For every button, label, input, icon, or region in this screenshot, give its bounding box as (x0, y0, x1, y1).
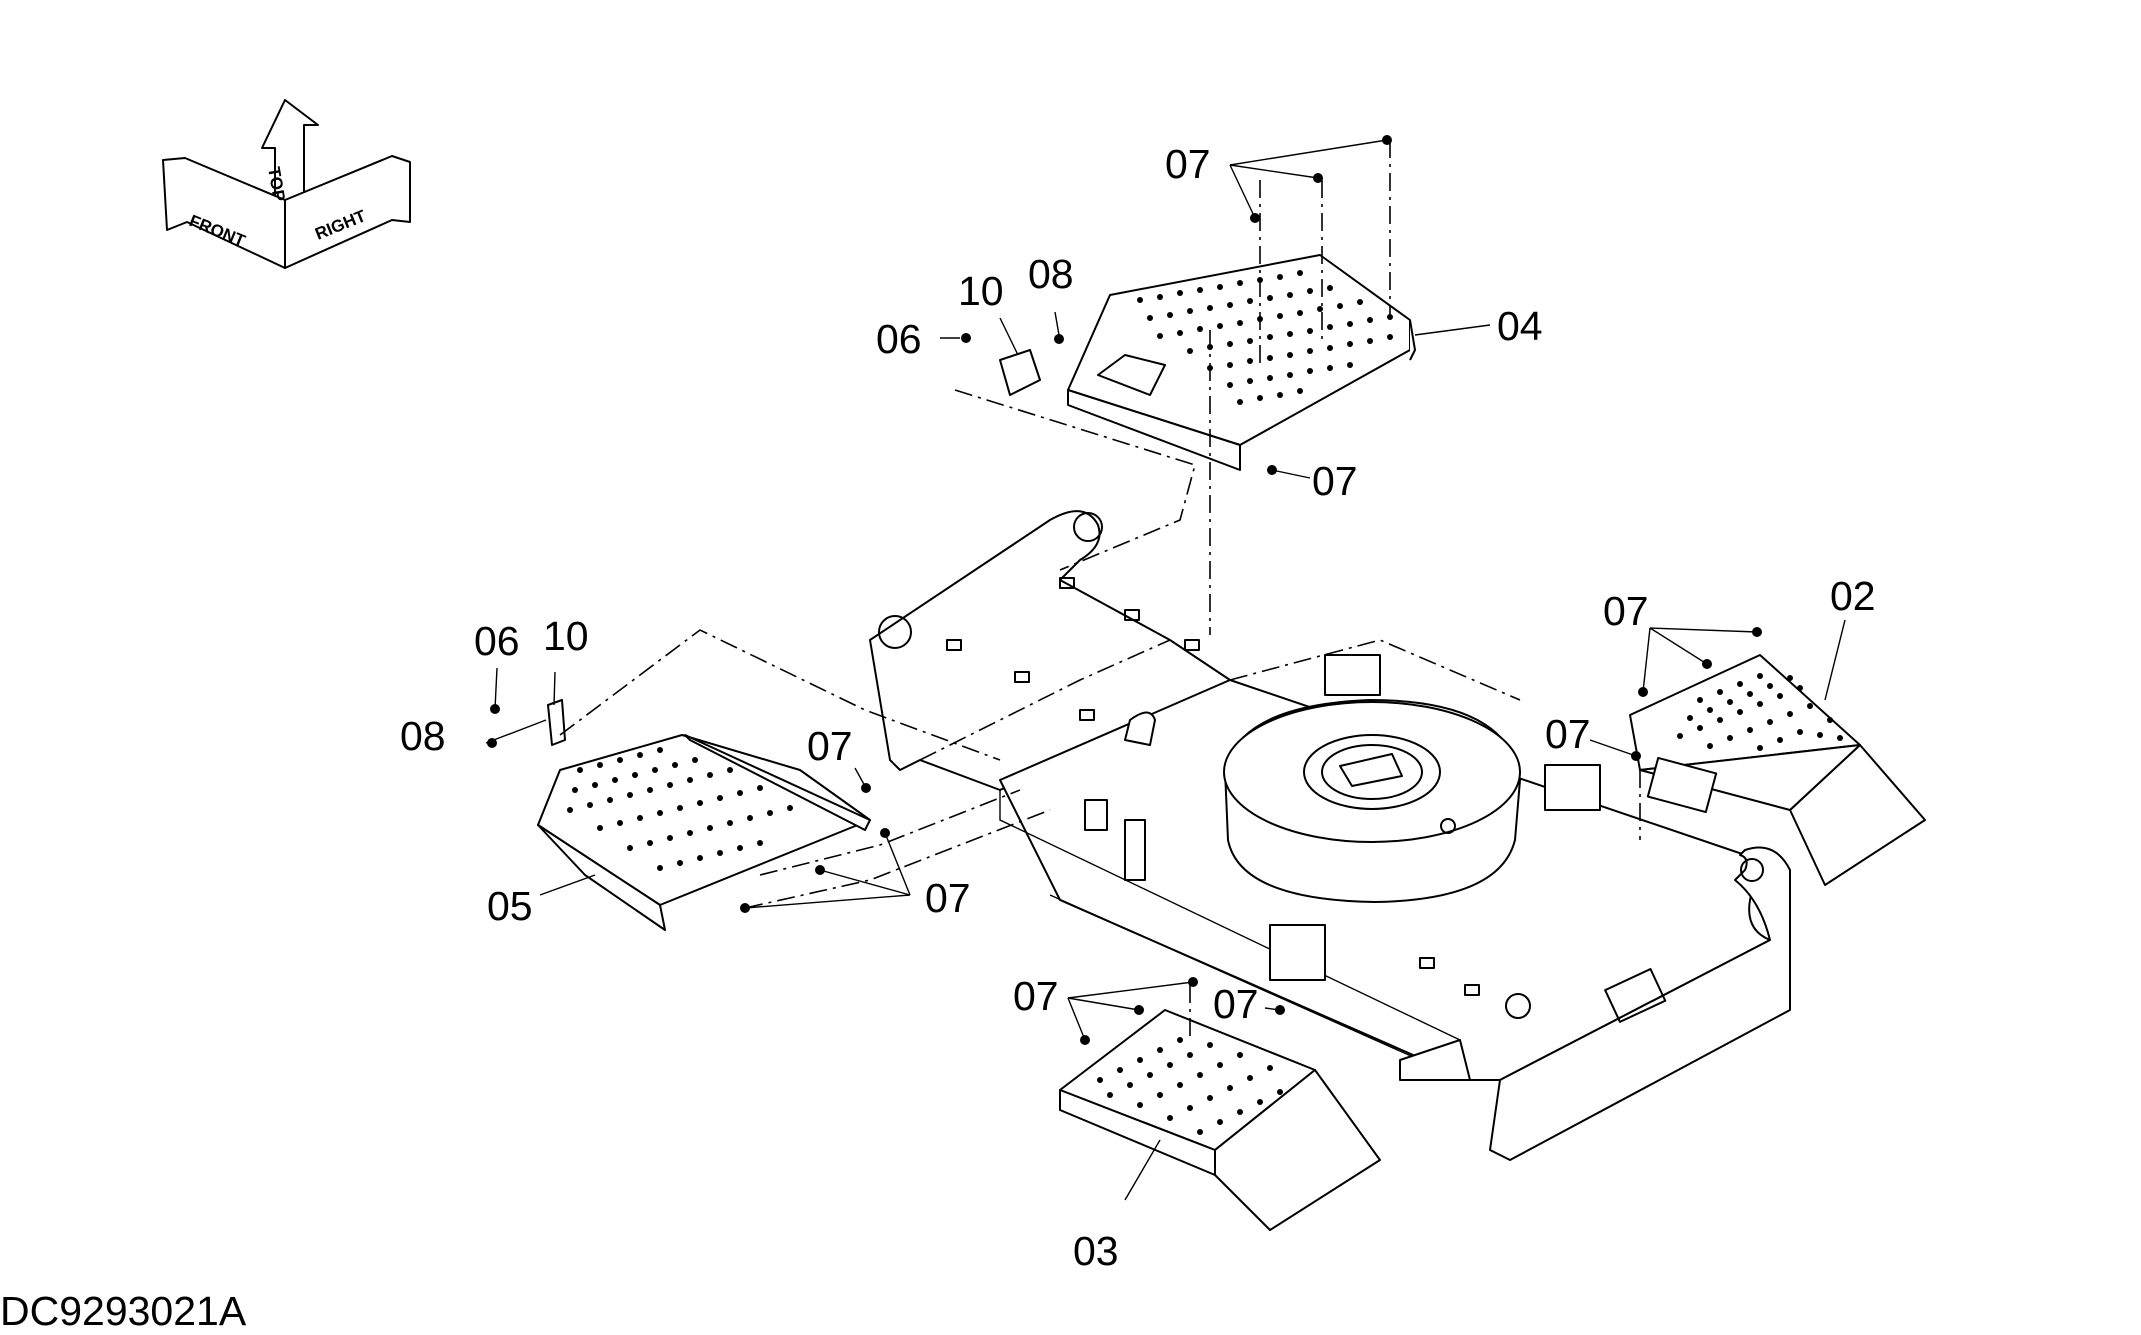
callout-06-rear: 06 (876, 316, 922, 362)
cover-02 (1629, 654, 1926, 886)
leader-lines (485, 139, 1846, 1201)
callout-05: 05 (487, 883, 533, 929)
callout-07-cover02-side: 07 (1545, 711, 1591, 757)
swing-bearing (1223, 699, 1521, 903)
fastener-bolts (487, 135, 1762, 1045)
cover-05 (537, 629, 1051, 931)
cover-03 (1059, 985, 1381, 1231)
callout-labels: 07 04 07 06 10 08 07 02 07 06 10 08 07 0… (400, 141, 1876, 1274)
cover-02-holes (1677, 673, 1843, 751)
bracket-10-front (547, 699, 566, 746)
callout-07-cover04-bottom: 07 (1312, 458, 1358, 504)
callout-07-cover03-right: 07 (1213, 981, 1259, 1027)
callout-10-rear: 10 (958, 268, 1004, 314)
callout-08-rear: 08 (1028, 251, 1074, 297)
callout-07-cover02-top: 07 (1603, 588, 1649, 634)
callout-06-front: 06 (474, 618, 520, 664)
callout-07-cover05-bottom: 07 (925, 875, 971, 921)
cover-04-holes (1137, 270, 1393, 405)
orientation-indicator: FRONT TOP RIGHT (162, 99, 411, 269)
callout-08-front: 08 (400, 713, 446, 759)
callout-07-cover04-top: 07 (1165, 141, 1211, 187)
callout-02: 02 (1830, 573, 1876, 619)
callout-07-cover05-top: 07 (807, 723, 853, 769)
callout-07-cover03-left: 07 (1013, 973, 1059, 1019)
callout-10-front: 10 (543, 613, 589, 659)
cover-04 (954, 140, 1416, 635)
callout-03: 03 (1073, 1228, 1119, 1274)
frame-slots (946, 577, 1480, 996)
callout-04: 04 (1497, 303, 1543, 349)
cover-03-holes (1097, 1037, 1283, 1135)
drawing-id: DC9293021A (0, 1288, 247, 1334)
bracket-10-rear (999, 349, 1041, 396)
cover-05-holes (567, 747, 793, 871)
